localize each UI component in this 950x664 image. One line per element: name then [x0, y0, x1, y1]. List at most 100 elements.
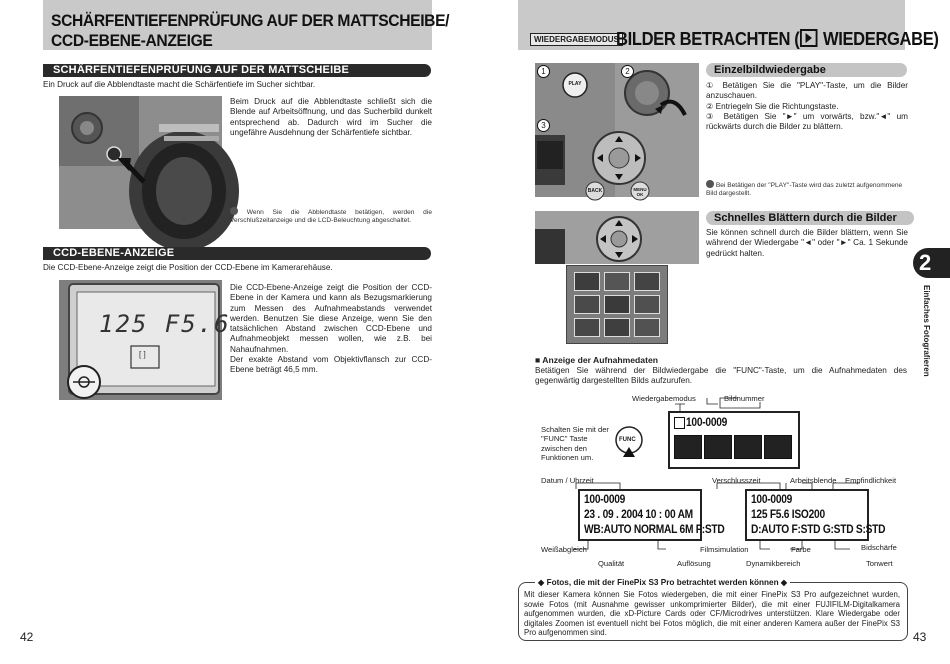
camera-lcd-illustration: [59, 280, 222, 400]
label-playback-mode: Wiedergabemodus: [632, 394, 696, 403]
camera-back-illustration: [535, 63, 699, 201]
play-button-label: PLAY: [568, 81, 582, 87]
page-title-line2: CCD-EBENE-ANZEIGE: [51, 31, 213, 50]
label-date-time: Datum / Uhrzeit: [541, 476, 594, 485]
shooting-data-heading: ■ Anzeige der Aufnahmedaten: [535, 355, 658, 365]
label-shutter-speed: Verschlusszeit: [712, 476, 761, 485]
lcd3-exposure: 125 F5.6 ISO200: [751, 507, 825, 521]
thumbnail-view-icon: [764, 435, 792, 459]
page-title-line1: SCHÄRFENTIEFENPRÜFUNG AUF DER MATTSCHEIB…: [51, 11, 450, 30]
label-white-balance: Weißabgleich: [541, 545, 587, 554]
step-1-marker: 1: [537, 65, 550, 78]
thumbnail: [604, 295, 630, 314]
right-title-part-b: WIEDERGABE): [818, 29, 939, 49]
label-film-simulation: Filmsimulation: [700, 545, 749, 554]
label-sharpness: Bidschärfe: [861, 543, 897, 552]
trash-icon: [704, 435, 732, 459]
focus-frame-mark: [ ]: [139, 350, 146, 359]
camera-preview-illustration: [59, 96, 239, 251]
chapter-label: Einfaches Fotografieren: [922, 285, 931, 377]
label-aperture: Arbeitsblende: [790, 476, 837, 485]
camera-top-lcd-photo: 125 F5.6 [ ]: [59, 280, 229, 400]
label-tone: Tonwert: [866, 559, 893, 568]
compatible-photos-title: ◆ Fotos, die mit der FinePix S3 Pro betr…: [535, 577, 791, 588]
label-quality: Qualität: [598, 559, 625, 568]
camera-fast-browse-photo: [535, 211, 699, 264]
ccd-plane-description: Die CCD-Ebene-Anzeige zeigt die Position…: [230, 283, 432, 376]
right-title-part-a: BILDER BETRACHTEN (: [616, 29, 800, 49]
func-button-illustration: FUNC: [612, 425, 646, 459]
compatible-photos-box: ◆ Fotos, die mit der FinePix S3 Pro betr…: [518, 577, 908, 641]
shooting-data-description: Betätigen Sie während der Bildwiedergabe…: [535, 366, 907, 386]
mode-badge: WIEDERGABEMODUS: [530, 33, 623, 46]
thumbnail-grid: [574, 272, 660, 337]
step-3-text: ③ Betätigen Sie "►" um vorwärts, bzw."◄"…: [706, 111, 908, 132]
label-color: Farbe: [791, 545, 811, 554]
label-resolution: Auflösung: [677, 559, 711, 568]
lcd3-image-number: 100-0009: [751, 492, 793, 506]
thumbnail: [634, 318, 660, 337]
ccd-plane-distance-text: Der exakte Abstand vom Objektivflansch z…: [230, 355, 432, 375]
protect-key-icon: [734, 435, 762, 459]
lcd3-settings: D:AUTO F:STD G:STD S:STD: [751, 522, 886, 536]
lcd2-date-time: 23 . 09 . 2004 10 : 00 AM: [584, 507, 693, 521]
note-icon: [230, 207, 238, 215]
step-2-text: ② Entriegeln Sie die Richtungstaste.: [706, 101, 839, 111]
label-dynamic-range: Dynamikbereich: [746, 559, 801, 568]
thumbnail: [604, 318, 630, 337]
page-number-right: 43: [913, 630, 927, 644]
lcd-readout: 125 F5.6: [99, 310, 231, 338]
thumbnail: [634, 272, 660, 291]
playback-note: Bei Betätigen der "PLAY"-Taste wird das …: [706, 180, 908, 198]
lcd1-function-icons: [674, 435, 792, 459]
thumbnail: [574, 272, 600, 291]
thumbnail: [634, 295, 660, 314]
lcd1-play-icon: [674, 417, 685, 429]
lcd-screen-exposure-data: 100-0009 125 F5.6 ISO200 D:AUTO F:STD G:…: [745, 489, 885, 541]
left-page-header: [43, 0, 432, 50]
section-intro-ccd-plane: Die CCD-Ebene-Anzeige zeigt die Position…: [43, 263, 333, 272]
single-image-playback-heading: Einzelbildwiedergabe: [706, 63, 907, 77]
page-number-left: 42: [20, 630, 34, 644]
depth-of-field-note-text: Wenn Sie die Abblendtaste betätigen, wer…: [230, 209, 432, 225]
label-image-number: Bildnummer: [724, 394, 765, 403]
step-3-marker: 3: [537, 119, 550, 132]
func-button-label: FUNC: [619, 437, 636, 443]
step-1-text: ① Betätigen Sie die "PLAY"-Taste, um die…: [706, 81, 908, 101]
lcd-screen-function-menu: 100-0009: [668, 411, 800, 469]
play-mode-icon: [800, 29, 818, 47]
camera-back-play-photo: 1 2 3 PLAY BACK MENU OK: [535, 63, 699, 201]
depth-of-field-note: Wenn Sie die Abblendtaste betätigen, wer…: [230, 207, 432, 225]
section-intro-depth-of-field: Ein Druck auf die Abblendtaste macht die…: [43, 80, 316, 89]
fast-browse-illustration: [535, 211, 699, 264]
right-page-title: BILDER BETRACHTEN ( WIEDERGABE): [616, 29, 939, 49]
chapter-number: 2: [919, 250, 932, 275]
ccd-plane-description-text: Die CCD-Ebene-Anzeige zeigt die Position…: [230, 283, 432, 354]
section-title-ccd-plane: CCD-EBENE-ANZEIGE: [43, 247, 431, 260]
thumbnail: [604, 272, 630, 291]
chapter-tab: 2: [913, 248, 950, 278]
func-button-icon: [615, 426, 643, 457]
lcd1-image-number: 100-0009: [686, 415, 728, 429]
histogram-icon: [674, 435, 702, 459]
lcd2-image-number: 100-0009: [584, 492, 626, 506]
label-func-switch: Schalten Sie mit der "FUNC" Taste zwisch…: [541, 425, 609, 462]
compatible-photos-text: Mit dieser Kamera können Sie Fotos wiede…: [524, 590, 900, 638]
menu-button-label: MENU OK: [633, 187, 647, 197]
label-sensitivity: Empfindlichkeit: [845, 476, 897, 485]
lcd2-settings: WB:AUTO NORMAL 6M F:STD: [584, 522, 725, 536]
fast-browse-description: Sie können schnell durch die Bilder blät…: [706, 228, 908, 258]
back-button-label: BACK: [587, 188, 603, 194]
section-title-depth-of-field: SCHÄRFENTIEFENPRÜFUNG AUF DER MATTSCHEIB…: [43, 64, 431, 77]
playback-steps: ① Betätigen Sie die "PLAY"-Taste, um die…: [706, 81, 908, 132]
thumbnail: [574, 295, 600, 314]
camera-preview-button-photo: [59, 96, 239, 251]
fast-browse-heading: Schnelles Blättern durch die Bilder: [706, 211, 914, 225]
step-2-marker: 2: [621, 65, 634, 78]
lcd-screen-date-data: 100-0009 23 . 09 . 2004 10 : 00 AM WB:AU…: [578, 489, 725, 541]
mode-badge-label: WIEDERGABEMODUS: [534, 35, 619, 44]
thumbnail: [574, 318, 600, 337]
playback-note-text: Bei Betätigen der "PLAY"-Taste wird das …: [706, 182, 903, 198]
depth-of-field-description: Beim Druck auf die Abblendtaste schließt…: [230, 97, 432, 137]
